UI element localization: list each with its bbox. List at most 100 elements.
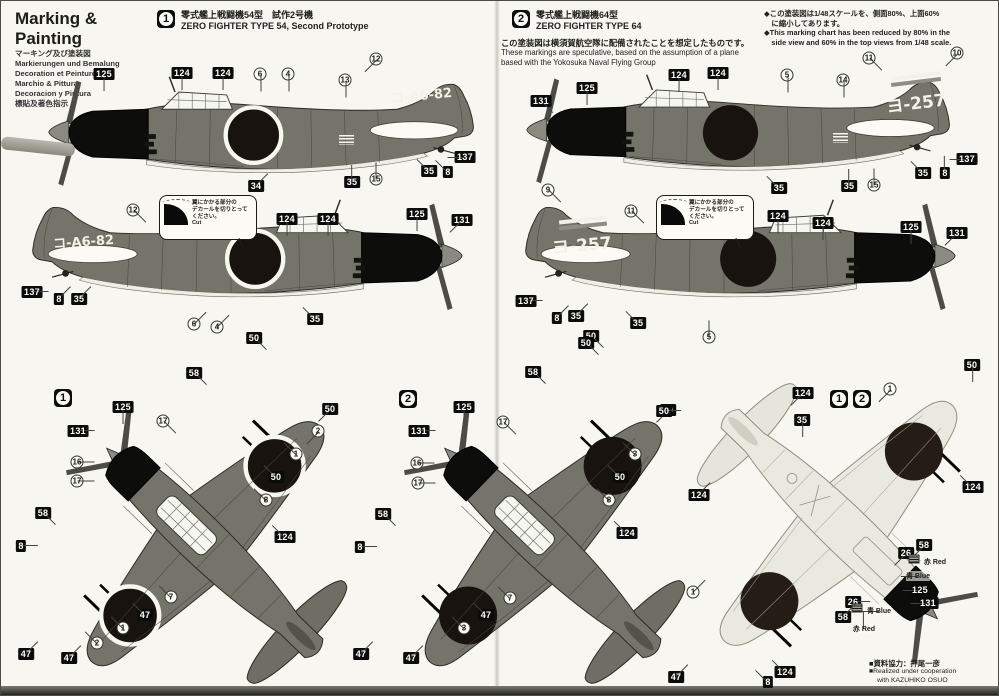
callout-box-124: 124 — [790, 387, 814, 406]
leader-line — [910, 603, 928, 604]
callout-circ-15: 15 — [867, 168, 881, 192]
callout-box-47: 47 — [18, 641, 39, 660]
leader-line — [822, 223, 824, 240]
callout-box-35: 35 — [416, 158, 437, 177]
hinomaru-roundel — [884, 422, 943, 481]
callout-box-125: 125 — [900, 221, 922, 244]
callout-circ-7: 7 — [158, 584, 178, 604]
leader-line — [848, 169, 849, 186]
callout-chip — [908, 554, 920, 564]
cut-decal-note: 翼にかかる部分の デカールを切りとって ください。 Cut — [656, 195, 754, 240]
callout-box-35: 35 — [841, 169, 857, 192]
tail-fin — [286, 621, 316, 651]
title-jp: マーキング及び塗装図 — [15, 49, 91, 58]
callout-box-124: 124 — [614, 520, 638, 539]
leader-line — [416, 214, 418, 231]
horizontal-stabilizer — [540, 244, 631, 264]
leader-line — [802, 420, 803, 437]
callout-circ-7: 7 — [497, 585, 517, 605]
callout-box-124: 124 — [812, 217, 834, 240]
arrestor-hook — [909, 144, 931, 152]
callout-box-47: 47 — [132, 602, 153, 621]
callout-circ-1: 1 — [686, 579, 706, 599]
callout-box-50: 50 — [656, 405, 681, 417]
arrestor-hook — [544, 270, 567, 278]
leader-line — [901, 576, 918, 577]
callout-circ-16: 16 — [70, 455, 94, 469]
leader-line — [447, 157, 465, 158]
callout-circ-6: 6 — [187, 311, 207, 331]
hinomaru-roundel — [439, 586, 498, 645]
leader-line — [862, 612, 864, 629]
propeller-blades — [911, 591, 978, 663]
title-de: Markierungen und Bemalung — [15, 59, 120, 68]
page-title: Marking & Painting — [15, 9, 98, 48]
leader-line — [418, 482, 435, 483]
callout-badge-1: 1 — [54, 389, 72, 407]
callout-box-47: 47 — [668, 664, 689, 683]
callout-box-58: 58 — [525, 366, 546, 385]
leader-line — [286, 219, 288, 236]
leader-line — [463, 407, 465, 424]
tail-code-type64: ヨ-257 — [551, 233, 613, 259]
callout-circ-3: 3 — [622, 441, 642, 461]
callout-circ-6: 6 — [253, 67, 267, 91]
leader-line — [222, 73, 224, 90]
callout-badge-2: 2 — [853, 390, 871, 408]
exhaust-stubs — [144, 134, 157, 155]
horizontal-stabilizer — [47, 244, 138, 264]
section-2-badge: 2 — [512, 10, 530, 28]
antenna-mast — [333, 199, 341, 216]
callout-box-35: 35 — [910, 160, 931, 179]
underside — [623, 150, 905, 171]
leader-line — [77, 480, 94, 481]
callout-circ-8: 8 — [596, 487, 616, 507]
page-fold — [494, 1, 500, 695]
callout-box-8: 8 — [53, 286, 72, 305]
callout-box-137: 137 — [447, 151, 476, 163]
callout-box-34: 34 — [248, 173, 269, 192]
decal-piece-icon — [162, 199, 192, 225]
callout-box-131: 131 — [944, 227, 968, 246]
callout-box-124: 124 — [212, 67, 234, 90]
callout-box-35: 35 — [568, 303, 589, 322]
callout-box-124: 124 — [688, 482, 712, 501]
callout-circ-17: 17 — [70, 474, 94, 488]
callout-box-8: 8 — [551, 305, 570, 324]
leader-line — [363, 59, 377, 72]
horizontal-stabilizer — [846, 119, 935, 138]
engine-cowling — [854, 232, 936, 284]
callout-color-赤 Red: 赤 Red — [852, 612, 876, 634]
callout-box-125: 125 — [112, 401, 134, 424]
leader-line — [873, 168, 874, 185]
callout-box-47: 47 — [473, 602, 494, 621]
section-1-header: 1 零式艦上戦闘機54型 試作2号機 ZERO FIGHTER TYPE 54,… — [157, 10, 369, 32]
callout-circ-9: 9 — [541, 183, 561, 203]
propeller-blades — [536, 78, 560, 184]
callout-circ-4: 4 — [210, 314, 230, 334]
callout-box-58: 58 — [186, 367, 207, 386]
leader-line — [345, 80, 346, 97]
arrestor-hook — [51, 270, 74, 278]
callout-box-58: 58 — [911, 539, 932, 558]
leader-line — [25, 641, 39, 654]
leader-line — [351, 165, 352, 182]
antenna-mast — [168, 76, 176, 93]
callout-box-124: 124 — [960, 474, 984, 493]
section-1-badge: 1 — [157, 10, 175, 28]
propeller-blades — [404, 404, 471, 476]
callout-circ-13: 13 — [338, 73, 352, 97]
antenna-mast — [646, 74, 654, 91]
callout-box-58: 58 — [835, 604, 856, 623]
callout-circ-5: 5 — [702, 320, 716, 344]
callout-circ-11: 11 — [862, 51, 882, 71]
canopy-frames — [167, 92, 227, 110]
callout-box-131: 131 — [408, 425, 436, 437]
callout-badge-2: 2 — [399, 390, 417, 408]
cockpit-canopy — [156, 495, 217, 556]
leader-line — [103, 74, 105, 91]
side-view-type64-starboard — [521, 69, 959, 198]
callout-box-125: 125 — [453, 401, 475, 424]
callout-box-125: 125 — [902, 584, 931, 596]
callout-circ-17: 17 — [411, 476, 435, 490]
